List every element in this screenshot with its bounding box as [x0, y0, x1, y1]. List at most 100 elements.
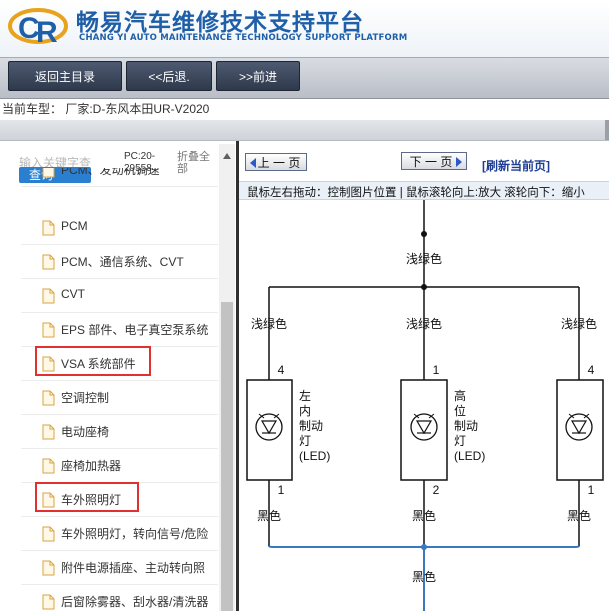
document-icon [42, 492, 55, 508]
prev-page-button[interactable]: 上 一 页 [245, 153, 307, 171]
svg-text:制动: 制动 [299, 419, 323, 433]
back-button[interactable]: <<后退. [126, 61, 212, 91]
highlight-box [35, 482, 139, 512]
tree-item-label: 车外照明灯，转向信号/危险 [61, 527, 209, 541]
svg-text:灯: 灯 [299, 434, 311, 448]
panel-splitter[interactable] [236, 141, 239, 611]
tree-item[interactable]: PCM、通信系统、CVT [21, 246, 218, 279]
tree-item-label: 附件电源插座、主动转向照 [61, 561, 206, 575]
tree-item[interactable]: PCM、发动机调速 [21, 163, 218, 187]
prev-page-label: 上 一 页 [257, 156, 301, 170]
led-right-icon [565, 413, 593, 441]
tree-item-label: PCM、通信系统、CVT [61, 255, 184, 269]
right-pin-bottom: 1 [588, 483, 595, 497]
tree-item-label: EPS 部件、电子真空泵系统 [61, 323, 209, 337]
document-icon [42, 594, 55, 610]
document-icon [42, 288, 55, 304]
document-icon [42, 458, 55, 474]
viewer-hint-text: 鼠标左右拖动：控制图片位置 | 鼠标滚轮向上:放大 滚轮向下：缩小 [247, 187, 585, 199]
cy-logo-icon: C R [8, 8, 68, 48]
document-icon [42, 424, 55, 440]
platform-title: 畅易汽车维修技术支持平台 [76, 10, 364, 36]
collapse-all-link[interactable]: 折叠全部 [177, 151, 210, 175]
current-vehicle-label: 当前车型： 厂家:D-东风本田UR-V2020 [2, 102, 210, 116]
left-pin-bottom: 1 [278, 483, 285, 497]
led-mid-icon [410, 413, 438, 441]
svg-text:C: C [18, 12, 40, 45]
left-lamp-label: 左 内 制动 灯 (LED) [299, 388, 330, 463]
next-page-button[interactable]: 下 一 页 [401, 152, 467, 170]
branch-mid-wire-label: 浅绿色 [406, 316, 442, 331]
app-header: C R 畅易汽车维修技术支持平台 CHANG YI AUTO MAINTENAN… [0, 0, 609, 57]
branch-right-wire-label: 浅绿色 [561, 316, 597, 331]
right-ground-wire-label: 黑色 [567, 509, 591, 523]
tree-item-label: 空调控制 [61, 391, 110, 405]
forward-button[interactable]: >>前进 [216, 61, 300, 91]
tree-item-label: 电动座椅 [61, 425, 110, 439]
refresh-page-link[interactable]: [刷新当前页] [482, 159, 550, 173]
strip-divider [605, 120, 609, 140]
tree-item[interactable]: EPS 部件、电子真空泵系统 [21, 314, 218, 347]
vehicle-bar: 当前车型： 厂家:D-东风本田UR-V2020 [0, 99, 609, 119]
right-pin-top: 4 [588, 363, 595, 377]
svg-text:左: 左 [299, 388, 311, 403]
svg-text:制动: 制动 [454, 419, 478, 433]
pc-code: PC:20- 29558 [124, 151, 156, 174]
left-ground-wire-label: 黑色 [257, 509, 281, 523]
document-icon [42, 220, 55, 236]
viewer-toolbar: 上 一 页 下 一 页 [刷新当前页] [239, 141, 609, 181]
tree-item[interactable]: PCM [21, 212, 218, 245]
platform-subtitle: CHANG YI AUTO MAINTENANCE TECHNOLOGY SUP… [79, 33, 408, 43]
bottom-wire-label: 黑色 [412, 570, 436, 584]
top-wire-label: 浅绿色 [406, 251, 442, 266]
arrow-left-icon [250, 158, 256, 168]
diagram-viewer: 上 一 页 下 一 页 [刷新当前页] 鼠标左右拖动：控制图片位置 | 鼠标滚轮… [239, 141, 609, 611]
tree-item[interactable]: 后窗除雾器、刮水器/清洗器 [21, 586, 218, 611]
tree-item-label: VSA 系统部件 [61, 357, 136, 371]
branch-left-wire-label: 浅绿色 [251, 316, 287, 331]
tree-item[interactable]: 附件电源插座、主动转向照 [21, 552, 218, 585]
tree-item[interactable]: VSA 系统部件 [21, 348, 218, 381]
nav-toolbar: 返回主目录 <<后退. >>前进 [0, 57, 609, 99]
tree-item[interactable]: 座椅加热器 [21, 450, 218, 483]
scroll-up-arrow-icon[interactable] [223, 153, 231, 159]
viewer-hint-bar: 鼠标左右拖动：控制图片位置 | 鼠标滚轮向上:放大 滚轮向下：缩小 [239, 181, 609, 200]
wiring-diagram[interactable]: 浅绿色 浅绿色 浅绿色 浅绿色 4 1 4 [239, 200, 609, 611]
led-left-icon [255, 413, 283, 441]
document-icon [42, 560, 55, 576]
svg-text:位: 位 [454, 403, 466, 418]
home-button[interactable]: 返回主目录 [8, 61, 122, 91]
tree-item[interactable]: CVT [21, 280, 218, 313]
next-page-label: 下 一 页 [409, 155, 453, 169]
document-icon [42, 356, 55, 372]
document-icon [42, 526, 55, 542]
tree-item[interactable]: 车外照明灯，转向信号/危险 [21, 518, 218, 551]
sidebar-tree: 查询 PC:20- 29558 折叠全部 PCM、发动机调速PCMPCM、通信系… [0, 141, 236, 611]
tree-item[interactable]: 电动座椅 [21, 416, 218, 449]
document-icon [42, 168, 55, 178]
tree-item-label: CVT [61, 287, 85, 301]
tree-item-label: PCM [61, 219, 88, 233]
high-lamp-label: 高 位 制动 灯 (LED) [454, 388, 485, 463]
mid-pin-bottom: 2 [433, 483, 440, 497]
tree-item-label: 后窗除雾器、刮水器/清洗器 [61, 595, 209, 609]
highlight-box [35, 346, 151, 376]
document-icon [42, 390, 55, 406]
tree-item[interactable]: 车外照明灯 [21, 484, 218, 517]
svg-text:灯: 灯 [454, 434, 466, 448]
tree-item-label: 车外照明灯 [61, 493, 122, 507]
tree-item[interactable]: 空调控制 [21, 382, 218, 415]
left-pin-top: 4 [278, 363, 285, 377]
svg-text:(LED): (LED) [454, 449, 485, 463]
svg-text:(LED): (LED) [299, 449, 330, 463]
mid-pin-top: 1 [433, 363, 440, 377]
scrollbar-thumb[interactable] [221, 302, 233, 611]
splice-top [421, 231, 427, 237]
arrow-right-icon [456, 157, 462, 167]
separator-strip [0, 120, 609, 141]
left-brake-lamp-box[interactable] [246, 379, 293, 481]
svg-text:内: 内 [299, 404, 311, 418]
tree-item-label: PCM、发动机调速 [61, 163, 160, 177]
tree-item-label: 座椅加热器 [61, 459, 122, 473]
sidebar-scrollbar[interactable] [219, 144, 235, 611]
